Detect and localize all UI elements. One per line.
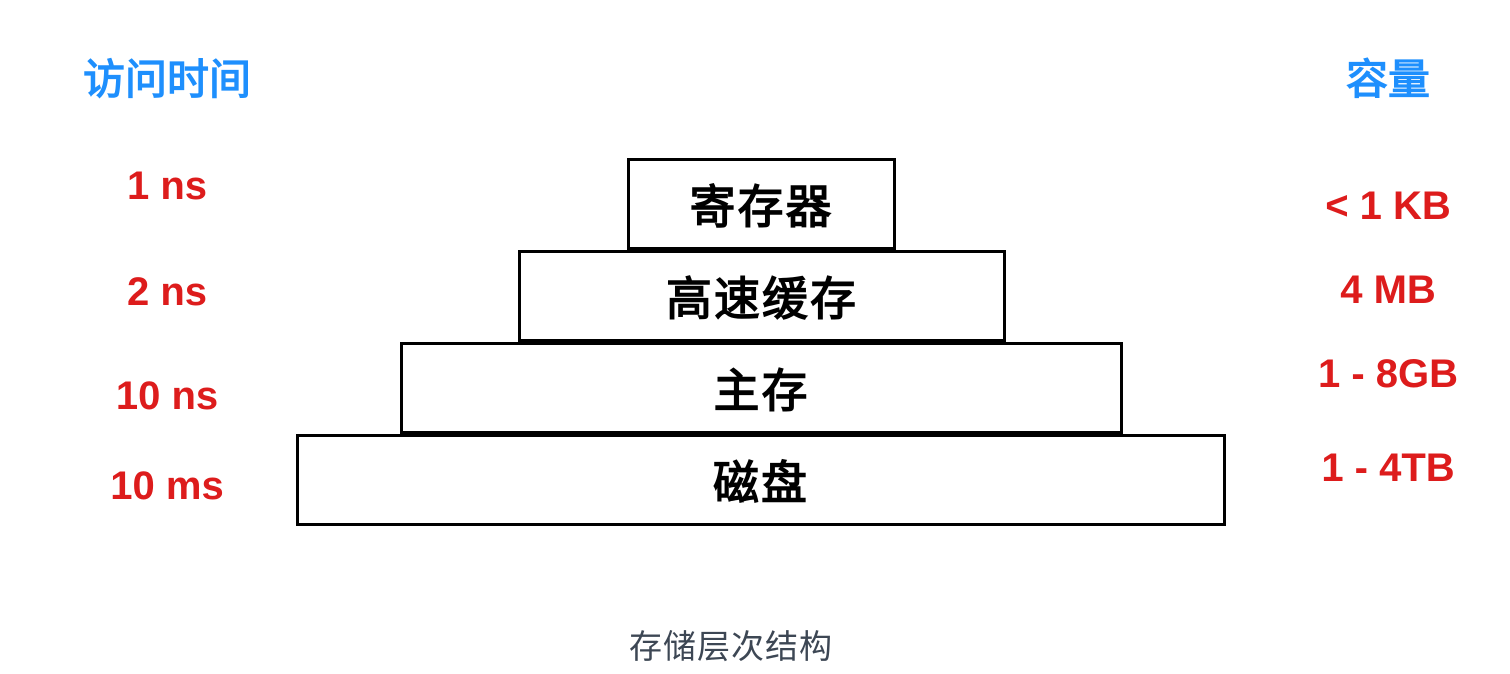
pyramid-level-cache: 高速缓存 [518,250,1006,342]
capacity-cache: 4 MB [1340,268,1436,312]
pyramid-level-registers: 寄存器 [627,158,896,250]
access-time-disk: 10 ms [110,464,224,508]
access-time-header: 访问时间 [82,56,251,103]
access-time-main-memory: 10 ns [115,374,219,418]
capacity-registers: < 1 KB [1325,184,1451,228]
pyramid-level-disk: 磁盘 [296,434,1226,526]
capacity-main-memory: 1 - 8GB [1317,352,1459,396]
capacity-disk: 1 - 4TB [1321,446,1455,490]
pyramid-level-disk-label: 磁盘 [713,457,809,509]
capacity-header: 容量 [1345,56,1430,103]
access-time-cache: 2 ns [126,270,208,314]
pyramid-level-cache-label: 高速缓存 [666,273,858,325]
pyramid-level-main-memory-label: 主存 [713,365,810,417]
diagram-caption: 存储层次结构 [629,628,833,665]
access-time-registers: 1 ns [126,164,208,208]
pyramid-level-main-memory: 主存 [400,342,1123,434]
pyramid-level-registers-label: 寄存器 [689,181,834,233]
